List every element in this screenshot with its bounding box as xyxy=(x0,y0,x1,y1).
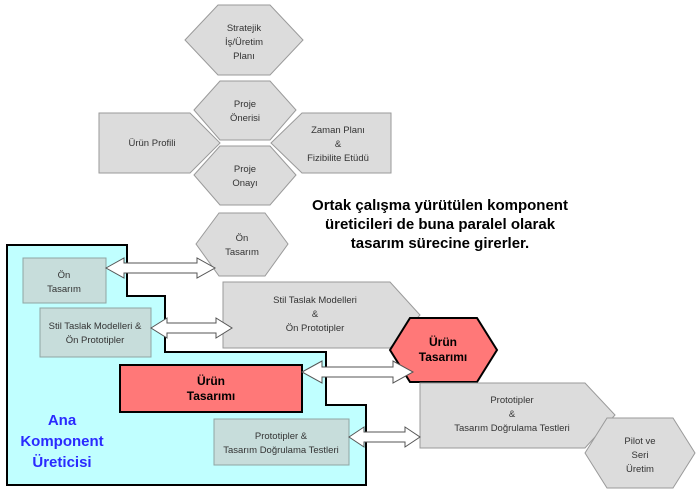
svg-text:Prototipler &Tasarım Doğrula: Prototipler &Tasarım Doğrulama Testleri xyxy=(223,431,338,456)
double-arrow-icon xyxy=(150,317,233,339)
svg-text:Zaman Planı&Fizibilite Etüdü: Zaman Planı&Fizibilite Etüdü xyxy=(307,125,369,164)
cm-prototypes-box: Prototipler &Tasarım Doğrulama Testleri xyxy=(213,418,350,466)
prototypes-shape: Prototipler&Tasarım Doğrulama Testleri xyxy=(419,382,616,449)
style-models-shape: Stil Taslak Modelleri&Ön Prototipler xyxy=(222,281,421,349)
cm-style-models-box: Stil Taslak Modelleri &Ön Prototipler xyxy=(39,307,152,358)
svg-text:Stil Taslak Modelleri &Ön Prot: Stil Taslak Modelleri &Ön Prototipler xyxy=(49,321,142,346)
schedule-feasibility-shape: Zaman Planı&Fizibilite Etüdü xyxy=(270,112,392,174)
svg-text:Prototipler&Tasarım Doğrulama: Prototipler&Tasarım Doğrulama Testleri xyxy=(454,395,569,434)
double-arrow-icon xyxy=(104,257,217,279)
double-arrow-icon xyxy=(300,360,415,384)
svg-text:Ürün Profili: Ürün Profili xyxy=(129,138,176,149)
double-arrow-icon xyxy=(348,426,421,448)
svg-text:Stil Taslak Modelleri&Ön Proto: Stil Taslak Modelleri&Ön Prototipler xyxy=(273,295,357,334)
product-profile-shape: Ürün Profili xyxy=(98,112,221,174)
